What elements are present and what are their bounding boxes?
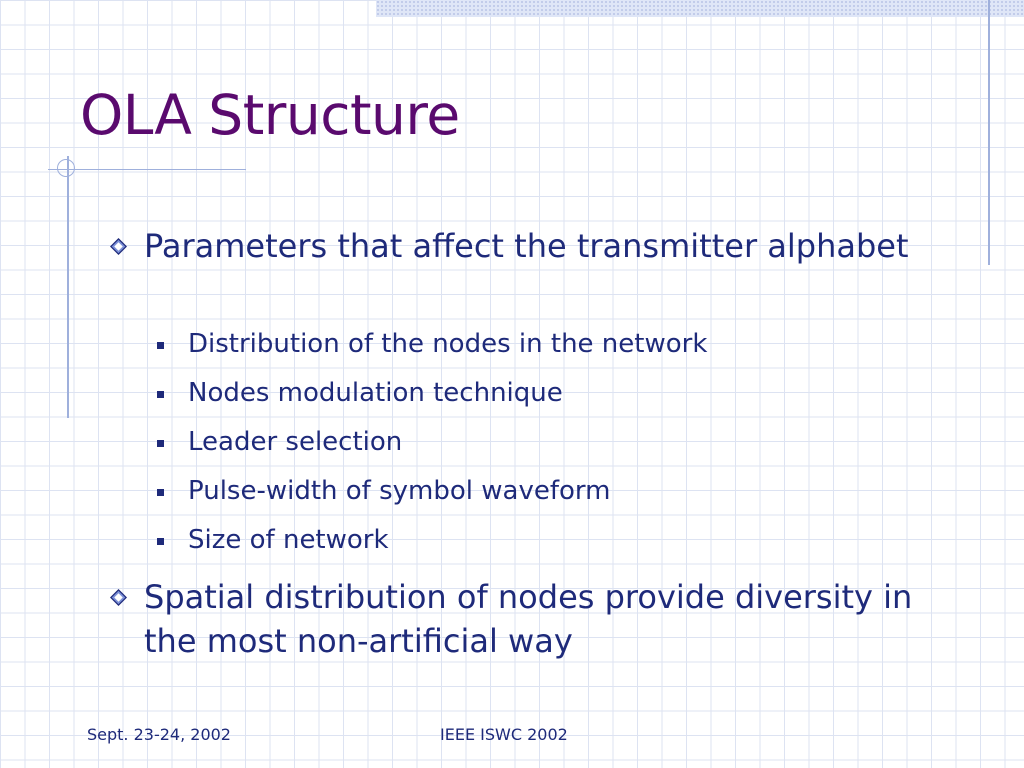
slide-title: OLA Structure bbox=[80, 83, 460, 147]
square-bullet-icon bbox=[157, 538, 164, 545]
bullet-text: Spatial distribution of nodes provide di… bbox=[144, 578, 913, 660]
square-bullet-icon bbox=[157, 489, 164, 496]
sub-bullet-text: Nodes modulation technique bbox=[188, 378, 563, 408]
sub-bullet-text: Size of network bbox=[188, 525, 389, 555]
diamond-bullet-icon bbox=[110, 589, 127, 606]
diamond-bullet-icon bbox=[110, 238, 127, 255]
bullet-text: Parameters that affect the transmitter a… bbox=[144, 227, 909, 265]
footer-date: Sept. 23-24, 2002 bbox=[87, 725, 231, 744]
square-bullet-icon bbox=[157, 342, 164, 349]
square-bullet-icon bbox=[157, 440, 164, 447]
sub-bullet-text: Pulse-width of symbol waveform bbox=[188, 476, 611, 506]
sub-bullet: Leader selection bbox=[155, 426, 935, 458]
sub-bullet: Pulse-width of symbol waveform bbox=[155, 475, 935, 507]
bullet-level1: Spatial distribution of nodes provide di… bbox=[106, 575, 946, 663]
sub-bullet: Distribution of the nodes in the network bbox=[155, 328, 935, 360]
sub-bullet: Nodes modulation technique bbox=[155, 377, 935, 409]
sub-bullet: Size of network bbox=[155, 524, 935, 556]
corner-circle-decoration bbox=[57, 159, 75, 177]
bullet-level1: Parameters that affect the transmitter a… bbox=[106, 224, 946, 268]
footer-event: IEEE ISWC 2002 bbox=[440, 725, 568, 744]
left-decorative-line bbox=[67, 156, 69, 418]
right-decorative-line bbox=[988, 0, 990, 265]
top-decorative-band bbox=[376, 0, 1024, 17]
square-bullet-icon bbox=[157, 391, 164, 398]
title-underline-decoration bbox=[48, 169, 246, 170]
sub-bullet-text: Distribution of the nodes in the network bbox=[188, 329, 708, 359]
sub-bullet-text: Leader selection bbox=[188, 427, 403, 457]
